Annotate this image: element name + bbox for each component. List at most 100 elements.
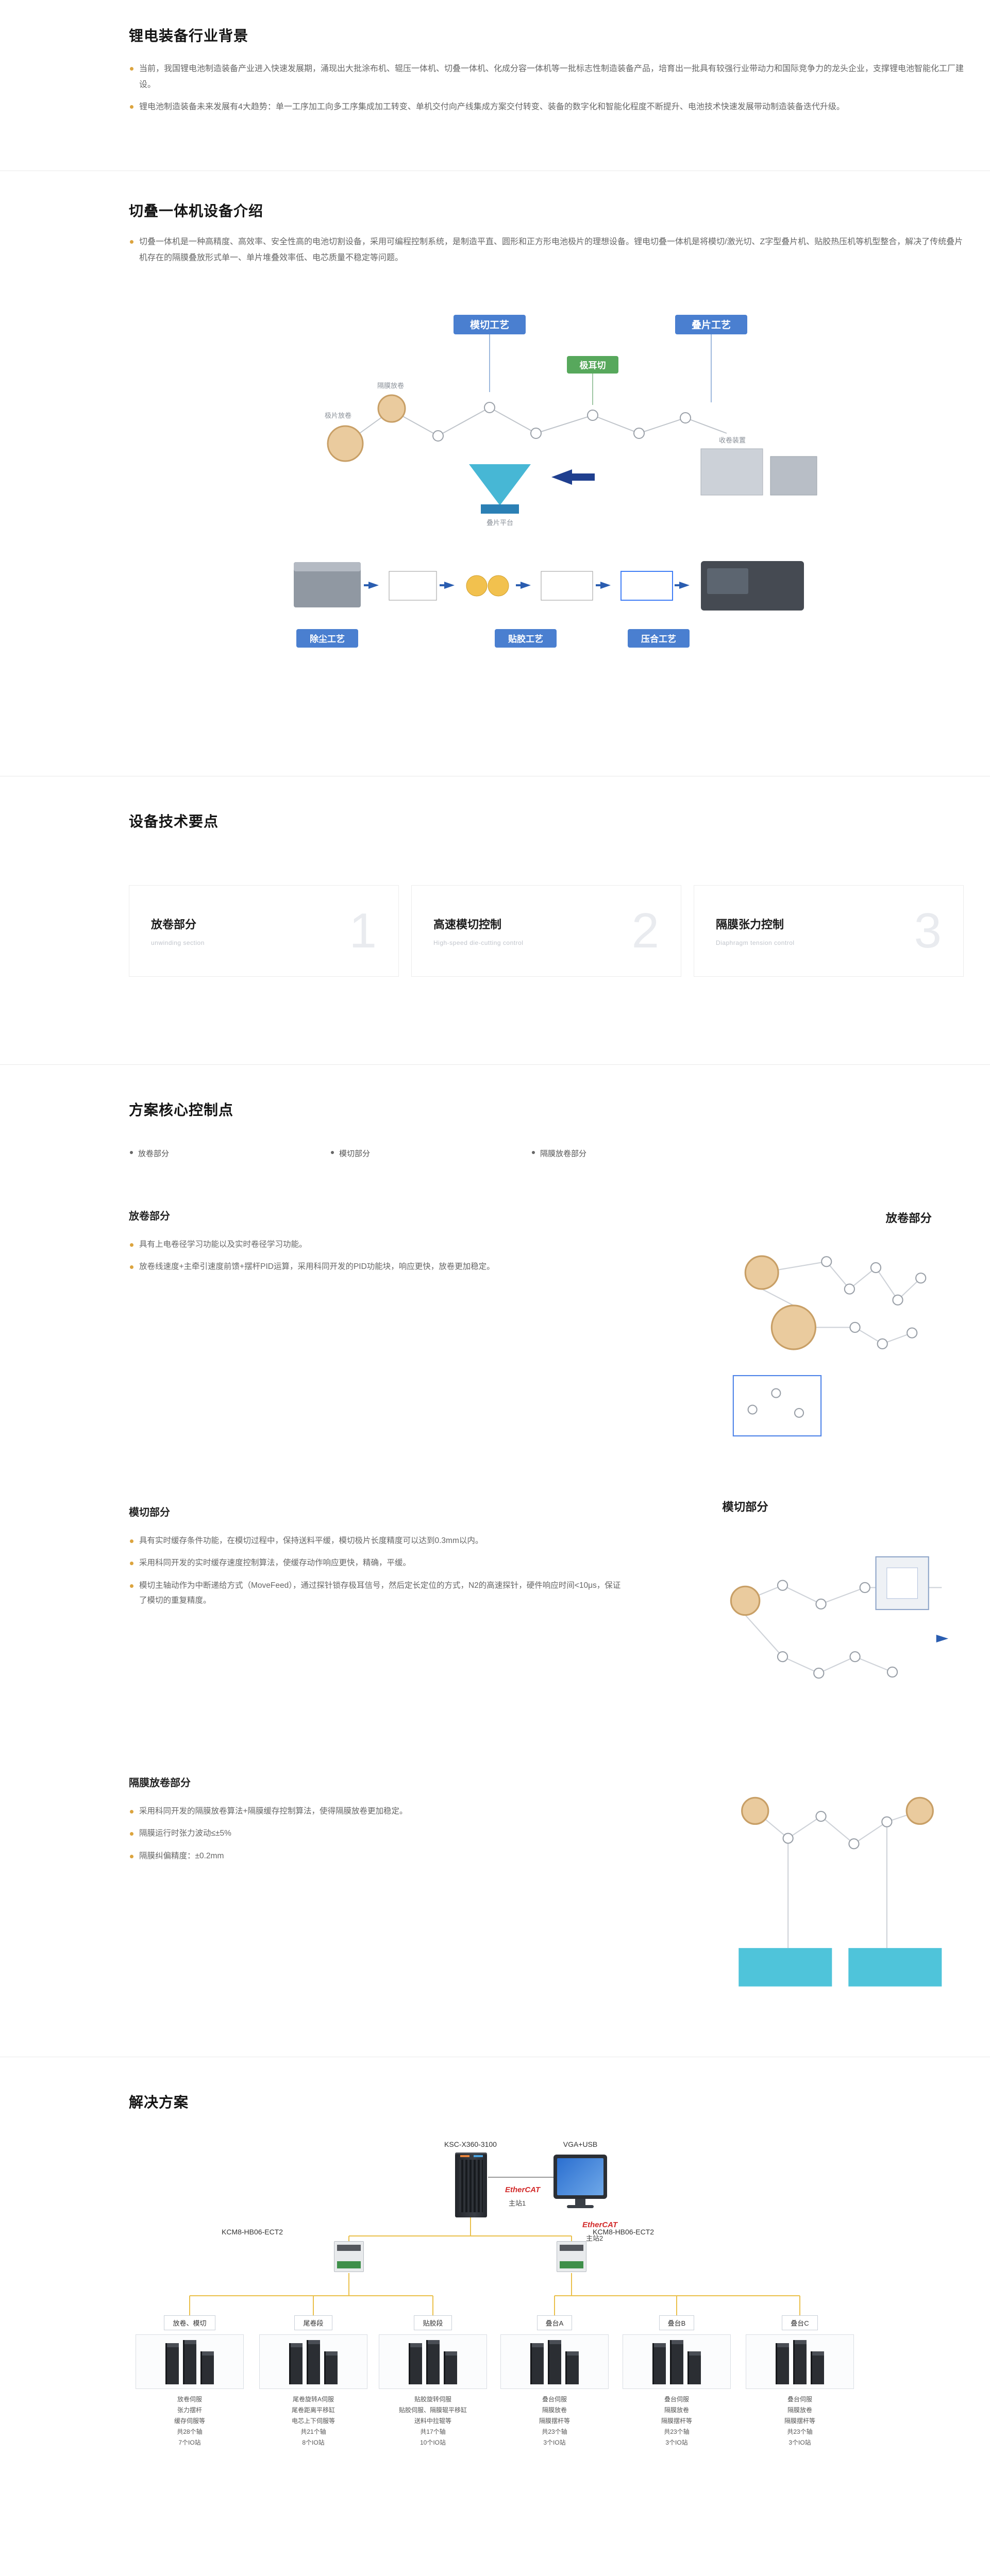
unwind-bullet-list: 具有上电卷径学习功能以及实时卷径学习功能。 放卷线速度+主牵引速度前馈+摆杆PI… — [129, 1237, 624, 1275]
section-title: 设备技术要点 — [129, 813, 219, 829]
component-label: 隔膜放卷 — [377, 382, 404, 389]
list-item: 当前，我国锂电池制造装备产业进入快速发展期，涌现出大批涂布机、辊压一体机、切叠一… — [129, 61, 964, 93]
solution-branch: 叠台A 叠台伺服 隔膜放卷 隔膜摆杆等 共23个轴 3个IO站 — [500, 2315, 609, 2448]
diagram-label: 模切部分 — [722, 1500, 768, 1513]
svg-text:除尘工艺: 除尘工艺 — [310, 634, 345, 644]
monitor-screen — [557, 2158, 603, 2195]
stacking-funnel-shape — [469, 464, 531, 505]
subsection-title: 模切部分 — [129, 1506, 170, 1518]
component-label: 极片放卷 — [325, 412, 351, 419]
tech-point-card: 隔膜张力控制 Diaphragm tension control 3 — [694, 885, 964, 977]
svg-text:叠片工艺: 叠片工艺 — [692, 319, 731, 331]
servo-drives-image — [379, 2334, 487, 2389]
material-roll — [770, 1304, 817, 1350]
press-box — [620, 570, 673, 601]
die-cutter-inner — [886, 1567, 918, 1599]
press-process-label: 压合工艺 — [628, 629, 690, 648]
page-title: 锂电装备行业背景 — [129, 28, 249, 44]
section-tech-points: 设备技术要点 放卷部分 unwinding section 1 高速模切控制 H… — [0, 776, 990, 1064]
list-item: 放卷线速度+主牵引速度前馈+摆杆PID运算，采用科同开发的PID功能块，响应更快… — [129, 1259, 624, 1274]
section-industry-background: 锂电装备行业背景 当前，我国锂电池制造装备产业进入快速发展期，涌现出大批涂布机、… — [0, 0, 990, 171]
control-point-item: 模切部分 — [330, 1148, 531, 1159]
component-label: 叠片平台 — [486, 519, 513, 527]
tape-roller — [466, 575, 488, 597]
servo-drives-image — [623, 2334, 731, 2389]
svg-text:极耳切: 极耳切 — [580, 361, 606, 370]
section-machine-intro: 切叠一体机设备介绍 切叠一体机是一种高精度、高效率、安全性高的电池切割设备，采用… — [0, 171, 990, 776]
machine-image-panel — [707, 568, 748, 594]
branch-description: 贴胶旋转伺服 贴胶伺服、隔膜辊平移缸 送料中拉辊等 共17个轴 10个IO站 — [398, 2395, 467, 2446]
solution-branch: 叠台C 叠台伺服 隔膜放卷 隔膜摆杆等 共23个轴 3个IO站 — [746, 2315, 854, 2448]
unwind-diagram: 放卷部分 — [711, 1195, 964, 1455]
flow-arrow-left — [551, 469, 595, 485]
branch-label: 贴胶段 — [414, 2315, 452, 2330]
solution-branch: 放卷、模切 放卷伺服 张力摆杆 缓存伺服等 共28个轴 7个IO站 — [136, 2315, 244, 2448]
master2-label: 主站2 — [586, 2234, 603, 2242]
list-item: 具有上电卷径学习功能以及实时卷径学习功能。 — [129, 1237, 624, 1252]
stacking-table-shape — [481, 504, 519, 514]
roller-group — [777, 1580, 898, 1679]
card-subtitle: unwinding section — [151, 939, 205, 946]
branch-description: 叠台伺服 隔膜放卷 隔膜摆杆等 共23个轴 3个IO站 — [539, 2395, 570, 2446]
svg-text:模切工艺: 模切工艺 — [470, 319, 509, 331]
inset-rollers — [747, 1388, 804, 1418]
list-item: 切叠一体机是一种高精度、高效率、安全性高的电池切割设备，采用可编程控制系统，是制… — [129, 234, 964, 266]
diecut-process-label: 模切工艺 — [454, 314, 526, 334]
list-item: 隔膜纠偏精度：±0.2mm — [129, 1849, 624, 1863]
diagram-label: 放卷部分 — [885, 1211, 932, 1225]
servo-drives-image — [259, 2334, 367, 2389]
tech-point-card: 高速模切控制 High-speed die-cutting control 2 — [411, 885, 681, 977]
svg-text:压合工艺: 压合工艺 — [641, 634, 676, 644]
card-title: 放卷部分 — [151, 918, 197, 931]
solution-branch: 叠台B 叠台伺服 隔膜放卷 隔膜摆杆等 共23个轴 3个IO站 — [623, 2315, 731, 2448]
roller-group — [432, 401, 691, 442]
vga-usb-label: VGA+USB — [563, 2140, 598, 2148]
branch-description: 放卷伺服 张力摆杆 缓存伺服等 共28个轴 7个IO站 — [174, 2395, 205, 2446]
master1-label: 主站1 — [509, 2199, 526, 2207]
branch-label: 叠台B — [659, 2315, 695, 2330]
solution-branch: 贴胶段 贴胶旋转伺服 贴胶伺服、隔膜辊平移缸 送料中拉辊等 共17个轴 10个I… — [379, 2315, 487, 2448]
section-title: 方案核心控制点 — [129, 1101, 234, 1118]
diecut-bullet-list: 具有实时缓存条件功能，在模切过程中，保持送料平缓，模切极片长度精度可以达到0.3… — [129, 1533, 624, 1608]
section-solution: 解决方案 KSC-X360-3100 VGA+USB EtherCAT 主站1 — [0, 2057, 990, 2576]
branch-label: 叠台A — [536, 2315, 573, 2330]
controller-image — [455, 2152, 487, 2217]
branch-label: 放卷、模切 — [164, 2315, 215, 2330]
tape-roller — [488, 575, 509, 597]
servo-drives-image — [746, 2334, 854, 2389]
control-point-item: 放卷部分 — [129, 1148, 330, 1159]
svg-text:贴胶工艺: 贴胶工艺 — [508, 634, 543, 644]
flow-arrows-right — [364, 581, 690, 589]
ethercat-logo: EtherCAT — [505, 2185, 541, 2194]
subsection-title: 放卷部分 — [129, 1210, 170, 1222]
io-module-label: KCM8-HB06-ECT2 — [593, 2227, 655, 2236]
separator-diagram — [711, 1761, 964, 2000]
list-item: 采用科同开发的实时缓存速度控制算法，使缓存动作响应更快，精确，平缓。 — [129, 1555, 624, 1570]
section-divider — [0, 1064, 990, 1065]
list-item: 采用科同开发的隔膜放卷算法+隔膜缓存控制算法，使得隔膜放卷更加稳定。 — [129, 1804, 624, 1819]
tab-cut-label: 极耳切 — [567, 355, 618, 374]
machine-block — [770, 456, 817, 496]
component-label: 收卷装置 — [719, 436, 746, 444]
machine-block — [700, 448, 763, 496]
tech-point-card: 放卷部分 unwinding section 1 — [129, 885, 399, 977]
machine-process-svg: 极片放卷 隔膜放卷 叠片平台 收卷装置 模切工艺 叠片工艺 极耳切 — [294, 314, 817, 648]
branch-label: 叠台C — [782, 2315, 818, 2330]
separator-roll — [741, 1797, 769, 1825]
branch-description: 叠台伺服 隔膜放卷 隔膜摆杆等 共23个轴 3个IO站 — [784, 2395, 815, 2446]
subsection-title: 隔膜放卷部分 — [129, 1777, 191, 1789]
controller-label: KSC-X360-3100 — [444, 2140, 497, 2148]
separator-bullet-list: 采用科同开发的隔膜放卷算法+隔膜缓存控制算法，使得隔膜放卷更加稳定。 隔膜运行时… — [129, 1804, 624, 1863]
list-item: 锂电池制造装备未来发展有4大趋势：单一工序加工向多工序集成加工转变、单机交付向产… — [129, 99, 964, 115]
dust-process-label: 除尘工艺 — [296, 629, 358, 648]
card-subtitle: Diaphragm tension control — [716, 939, 795, 946]
material-roll — [744, 1255, 779, 1290]
stacking-table-a — [739, 1948, 832, 1987]
stacking-table-b — [848, 1948, 942, 1987]
diecut-subsection: 模切部分 具有实时缓存条件功能，在模切过程中，保持送料平缓，模切极片长度精度可以… — [129, 1500, 964, 1725]
io-module-label: KCM8-HB06-ECT2 — [222, 2227, 283, 2236]
machine-image — [294, 562, 361, 607]
control-point-list: 放卷部分 模切部分 隔膜放卷部分 — [129, 1148, 964, 1159]
branch-label: 尾卷段 — [294, 2315, 332, 2330]
roller-group — [821, 1256, 927, 1349]
